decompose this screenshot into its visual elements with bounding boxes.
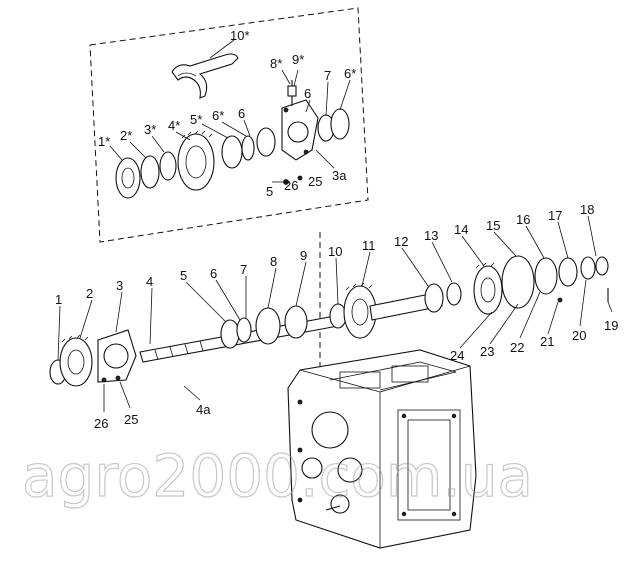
shift-fork bbox=[171, 53, 239, 99]
label-4: 4 bbox=[146, 274, 153, 289]
label-26-upper: 26 bbox=[284, 178, 298, 193]
label-2-star: 2* bbox=[120, 128, 132, 143]
inset-frame bbox=[89, 7, 369, 380]
label-6-mid: 6 bbox=[238, 106, 245, 121]
lower-parts bbox=[49, 255, 609, 387]
label-21: 21 bbox=[540, 334, 554, 349]
label-4-star: 4* bbox=[168, 118, 180, 133]
label-20: 20 bbox=[572, 328, 586, 343]
upper-labels: 10* 8* 9* 7 6* 6 1* 2* 3* 4* 5* 6* 6 5 2… bbox=[98, 28, 356, 199]
label-7-upper: 7 bbox=[324, 68, 331, 83]
lower-labels: 1 2 3 4 5 6 7 8 9 10 11 12 13 14 15 16 1… bbox=[55, 202, 618, 431]
label-16: 16 bbox=[516, 212, 530, 227]
label-1-star: 1* bbox=[98, 134, 110, 149]
label-17: 17 bbox=[548, 208, 562, 223]
label-6-star-right: 6* bbox=[344, 66, 356, 81]
label-14: 14 bbox=[454, 222, 468, 237]
upper-leader-lines bbox=[109, 39, 351, 183]
label-13: 13 bbox=[424, 228, 438, 243]
label-9-star: 9* bbox=[292, 52, 304, 67]
upper-gear-cluster bbox=[115, 80, 350, 199]
label-23: 23 bbox=[480, 344, 494, 359]
label-1: 1 bbox=[55, 292, 62, 307]
label-15: 15 bbox=[486, 218, 500, 233]
label-8-star: 8* bbox=[270, 56, 282, 71]
label-22: 22 bbox=[510, 340, 524, 355]
label-7: 7 bbox=[240, 262, 247, 277]
label-5-star: 5* bbox=[190, 112, 202, 127]
label-25: 25 bbox=[124, 412, 138, 427]
label-3-star: 3* bbox=[144, 122, 156, 137]
label-4a: 4a bbox=[196, 402, 211, 417]
label-25-upper: 25 bbox=[308, 174, 322, 189]
lower-leader-lines bbox=[57, 215, 613, 412]
label-12: 12 bbox=[394, 234, 408, 249]
label-9: 9 bbox=[300, 248, 307, 263]
label-5-upper: 5 bbox=[266, 184, 273, 199]
label-2: 2 bbox=[86, 286, 93, 301]
label-6-star-left: 6* bbox=[212, 108, 224, 123]
label-10-star: 10* bbox=[230, 28, 250, 43]
label-8: 8 bbox=[270, 254, 277, 269]
label-3a: 3a bbox=[332, 168, 347, 183]
label-24: 24 bbox=[450, 348, 464, 363]
label-19: 19 bbox=[604, 318, 618, 333]
label-6-upper: 6 bbox=[304, 86, 311, 101]
label-5: 5 bbox=[180, 268, 187, 283]
label-6: 6 bbox=[210, 266, 217, 281]
watermark-text: agro2000.com.ua bbox=[22, 442, 533, 510]
label-11: 11 bbox=[362, 238, 376, 253]
label-18: 18 bbox=[580, 202, 594, 217]
label-3: 3 bbox=[116, 278, 123, 293]
gearbox-housing bbox=[287, 349, 477, 549]
label-26: 26 bbox=[94, 416, 108, 431]
label-10: 10 bbox=[328, 244, 342, 259]
